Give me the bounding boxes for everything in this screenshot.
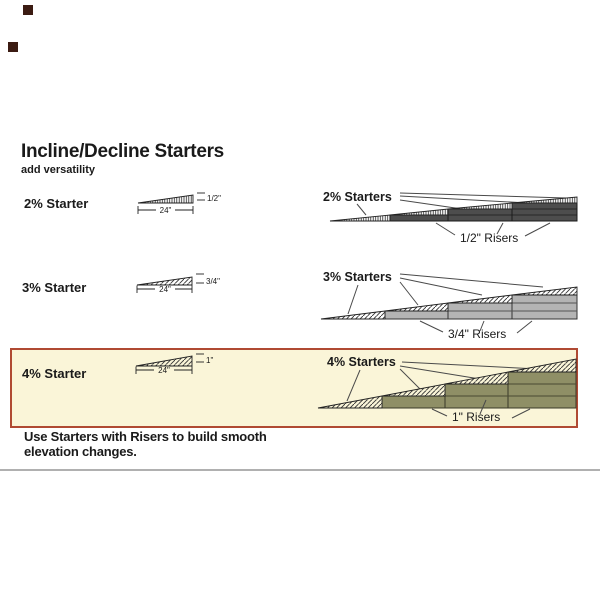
row-label-2pct: 2% Starter [24, 196, 89, 211]
group-label-2pct: 2% Starters [323, 190, 392, 204]
starter-leader-lines [346, 361, 539, 402]
height-dim-label: 1/2" [207, 194, 221, 203]
starter-wedge-3pct: 3/4" 24" [136, 273, 220, 294]
riser-block [511, 202, 578, 222]
height-dimension [197, 192, 205, 201]
height-dimension [196, 353, 204, 363]
wedge-shape [137, 194, 194, 204]
wedge-shape [136, 276, 193, 286]
footer-note-line2: elevation changes. [24, 444, 137, 459]
starter-leader-lines [347, 273, 544, 315]
starter-wedge-2pct: 1/2" 24" [137, 192, 221, 215]
riser-block [511, 294, 578, 320]
riser-block [384, 310, 449, 320]
page-title: Incline/Decline Starters [21, 141, 224, 162]
corner-marker-icon [23, 5, 33, 15]
bottom-divider [0, 469, 600, 471]
riser-block [381, 395, 446, 409]
riser-block [507, 371, 577, 409]
risers-label-4pct: 1" Risers [452, 410, 500, 424]
footer-note-line1: Use Starters with Risers to build smooth [24, 429, 267, 444]
starter-wedges [317, 358, 577, 409]
footer-note: Use Starters with Risers to build smooth… [24, 429, 267, 459]
assembly-diagram-4pct: 4% Starters 1" Risers [317, 355, 577, 424]
height-dim-label: 1" [206, 356, 213, 365]
length-dim-label: 24" [160, 206, 172, 215]
length-dimension [136, 285, 193, 293]
riser-leader-lines [435, 222, 551, 237]
assembly-diagram-3pct: 3% Starters 3/4" Risers [320, 270, 578, 341]
length-dim-label: 24" [158, 366, 170, 375]
assembly-diagram-2pct: 2% Starters 1/2" Risers [323, 190, 578, 245]
starter-wedges [320, 286, 578, 320]
riser-blocks [384, 294, 578, 320]
corner-marker-icon [8, 42, 18, 52]
riser-leader-lines [431, 399, 531, 419]
length-dimension [137, 206, 194, 214]
length-dim-label: 24" [159, 285, 171, 294]
risers-label-2pct: 1/2" Risers [460, 231, 518, 245]
height-dimension [196, 273, 204, 284]
riser-leader-lines [419, 320, 533, 334]
height-dim-label: 3/4" [206, 277, 220, 286]
group-label-3pct: 3% Starters [323, 270, 392, 284]
riser-block [389, 214, 449, 222]
row-label-4pct: 4% Starter [22, 366, 87, 381]
group-label-4pct: 4% Starters [327, 355, 396, 369]
length-dimension [135, 366, 193, 374]
page-subtitle: add versatility [21, 164, 95, 176]
wedge-shape [135, 355, 193, 367]
starter-wedges [329, 196, 578, 222]
starter-wedge-4pct: 1" 24" [135, 353, 213, 375]
risers-label-3pct: 3/4" Risers [448, 327, 506, 341]
row-label-3pct: 3% Starter [22, 280, 87, 295]
